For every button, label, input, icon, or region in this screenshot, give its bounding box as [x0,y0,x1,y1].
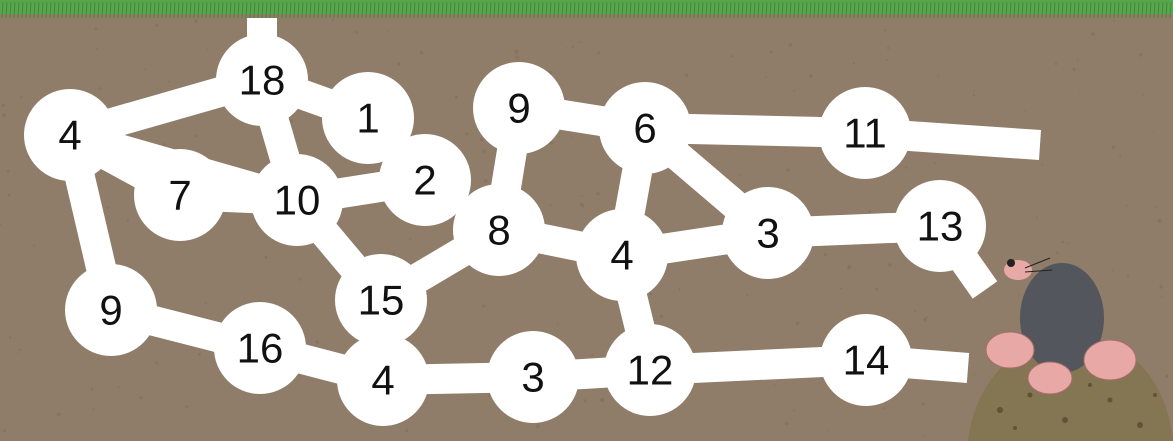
chamber-18[interactable]: 18 [216,34,308,126]
chamber-4[interactable]: 4 [576,209,668,301]
chamber-label: 3 [756,210,779,257]
chamber-label: 8 [487,207,510,254]
chamber-label: 18 [239,57,286,104]
chamber-16[interactable]: 16 [214,302,306,394]
chamber-label: 12 [627,347,674,394]
chamber-label: 4 [371,357,394,404]
chamber-4[interactable]: 4 [337,334,429,426]
chamber-label: 4 [58,112,81,159]
chamber-12[interactable]: 12 [604,324,696,416]
chamber-8[interactable]: 8 [453,184,545,276]
chamber-label: 14 [843,337,890,384]
chamber-label: 13 [917,203,964,250]
chamber-10[interactable]: 10 [251,154,343,246]
chamber-3[interactable]: 3 [487,331,579,423]
chamber-13[interactable]: 13 [894,180,986,272]
chamber-label: 3 [521,354,544,401]
chamber-label: 1 [356,95,379,142]
chamber-label: 7 [168,172,191,219]
chamber-9[interactable]: 9 [65,264,157,356]
chamber-label: 11 [843,110,887,157]
chamber-label: 15 [358,277,405,324]
chamber-label: 16 [237,325,284,372]
chamber-9[interactable]: 9 [473,62,565,154]
chamber-label: 6 [633,105,656,152]
chamber-label: 9 [507,85,530,132]
chamber-4[interactable]: 4 [24,89,116,181]
chamber-7[interactable]: 7 [134,149,226,241]
chamber-14[interactable]: 14 [820,314,912,406]
chamber-3[interactable]: 3 [722,187,814,279]
chamber-11[interactable]: 11 [819,87,911,179]
chamber-label: 9 [99,287,122,334]
chamber-label: 10 [274,177,321,224]
chamber-label: 2 [413,157,436,204]
chamber-6[interactable]: 6 [599,82,691,174]
chamber-15[interactable]: 15 [335,254,427,346]
chamber-label: 4 [610,232,633,279]
